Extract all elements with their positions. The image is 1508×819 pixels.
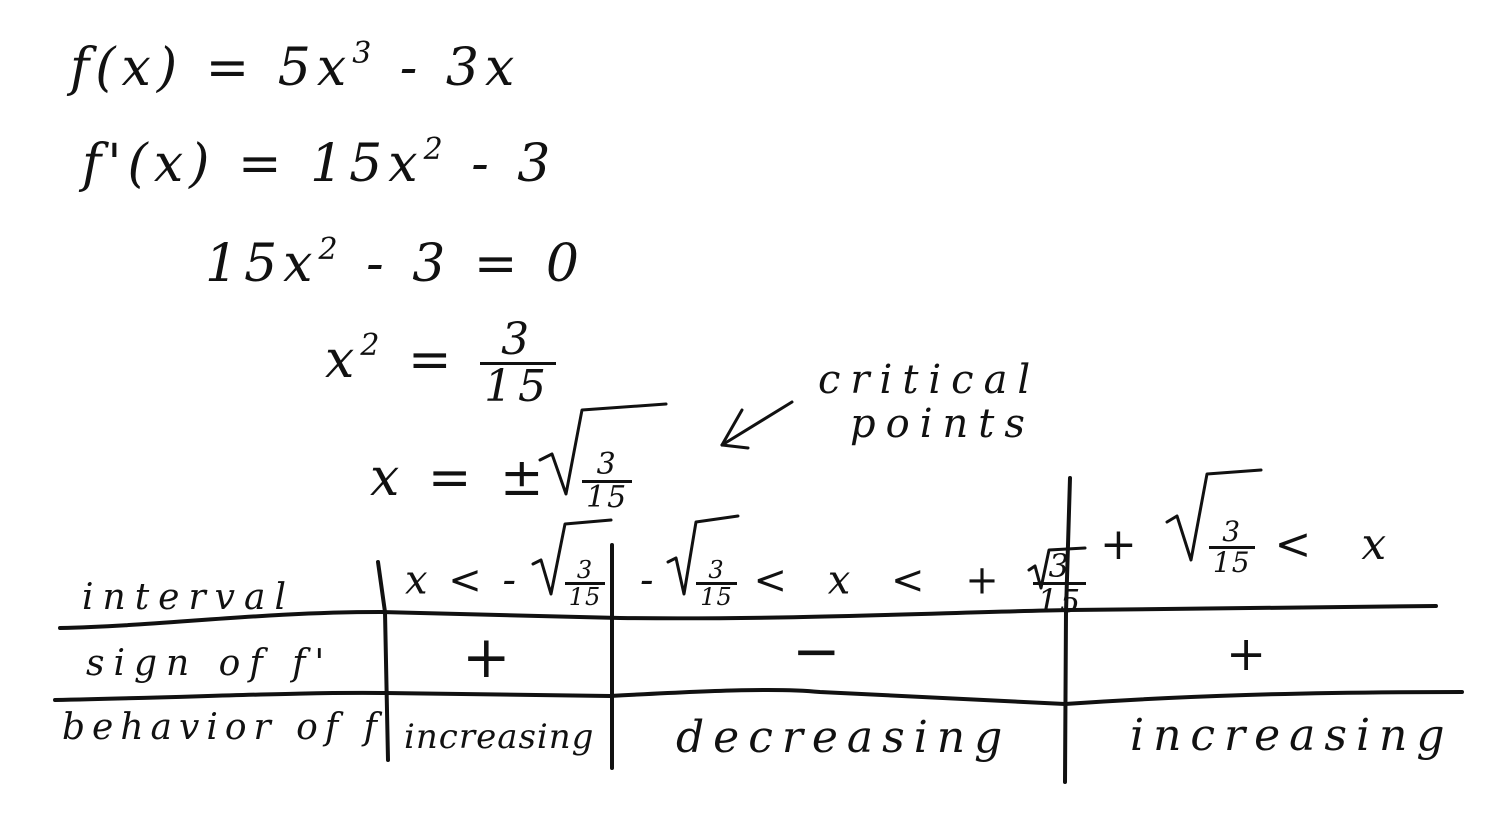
radical-sign-icon (538, 402, 668, 496)
radical-sign-icon (531, 518, 613, 596)
interval-2-denominator-right: 15 (1037, 582, 1083, 620)
interval-cell-3: + 3 15 < x (1100, 468, 1405, 579)
function-exponent: 3 (352, 36, 378, 71)
radicand-numerator: 3 (596, 447, 618, 482)
interval-2-denominator-left: 15 (700, 583, 733, 611)
fraction: 3 15 (480, 314, 557, 412)
behavior-3-text: increasing (1130, 710, 1454, 761)
zero-eq-rhs: - 3 = 0 (343, 234, 586, 294)
interval-1-prefix: x < - (405, 557, 521, 604)
interval-cell-1: x < - 3 15 (405, 518, 613, 611)
row-label-sign: sign of f' (86, 646, 333, 682)
behavior-cell-2: decreasing (676, 716, 1011, 760)
annotation-critical: critical (818, 360, 1040, 400)
annotation-points-text: points (850, 401, 1035, 447)
function-rhs: - 3x (377, 38, 521, 98)
behavior-1-text: increasing (404, 717, 595, 757)
interval-3-numerator: 3 (1222, 515, 1242, 548)
sign-1-text: + (462, 623, 517, 691)
sign-cell-1: + (462, 628, 517, 686)
annotation-points: points (850, 404, 1035, 444)
radicand-denominator: 15 (586, 480, 629, 515)
interval-2-numerator-right: 3 (1048, 547, 1071, 585)
row-label-sign-text: sign of f' (86, 643, 334, 684)
radical-sign-icon (666, 514, 740, 596)
behavior-cell-1: increasing (404, 720, 594, 754)
annotation-critical-text: critical (818, 357, 1041, 403)
x-solution-equation: x = ± 3 15 (370, 402, 668, 515)
interval-2-fraction-right: 3 15 (1027, 546, 1087, 620)
x-squared-equation: x2 = 3 15 (325, 314, 557, 412)
fraction-numerator: 3 (501, 314, 536, 365)
interval-2-root-left: 3 15 (666, 514, 740, 609)
interval-1-numerator: 3 (576, 556, 594, 584)
interval-2-fraction-left: 3 15 (696, 558, 737, 609)
interval-3-suffix: < x (1274, 519, 1405, 570)
derivative-exponent: 2 (423, 132, 449, 167)
function-definition: f(x) = 5x3 - 3x (70, 39, 520, 95)
interval-cell-2: - 3 15 < x < + 3 15 (640, 514, 1087, 620)
fraction-bar (480, 362, 557, 365)
square-root: 3 15 (538, 402, 668, 515)
behavior-2-text: decreasing (676, 712, 1012, 763)
derivative-lhs: f'(x) = 15x (82, 134, 424, 194)
fraction-denominator: 15 (484, 361, 553, 412)
sign-3-text: + (1226, 626, 1273, 682)
zero-eq-exponent: 2 (318, 232, 344, 267)
sign-cell-3: + (1226, 630, 1272, 678)
interval-2-prefix: - (640, 557, 658, 604)
derivative-zero-equation: 15x2 - 3 = 0 (205, 235, 585, 291)
interval-3-denominator: 15 (1212, 546, 1251, 579)
interval-3-bar (1208, 546, 1255, 549)
radical-sign-icon (1027, 546, 1087, 590)
derivative-rhs: - 3 (448, 134, 557, 194)
radical-sign-icon (1165, 468, 1263, 562)
row-label-behavior-text: behavior of f (62, 707, 384, 748)
interval-1-fraction: 3 15 (564, 556, 606, 611)
interval-3-root: 3 15 (1165, 468, 1263, 579)
interval-2-numerator-left: 3 (708, 556, 725, 584)
x-squared-exponent: 2 (360, 328, 386, 363)
radicand-fraction: 3 15 (582, 447, 633, 515)
row-label-behavior: behavior of f (62, 710, 384, 746)
x-squared-lhs: x (325, 330, 361, 390)
x-squared-equals: = (385, 330, 481, 390)
function-lhs: f(x) = 5x (70, 38, 353, 98)
interval-2-middle: < x < + (753, 557, 1013, 604)
interval-2-bar-right (1033, 582, 1087, 585)
zero-eq-lhs: 15x (205, 234, 319, 294)
interval-1-bar (564, 582, 606, 585)
row-label-interval: interval (82, 580, 295, 616)
arrow-icon (720, 400, 794, 450)
sign-2-text: − (792, 617, 847, 685)
interval-1-root: 3 15 (531, 518, 613, 611)
derivative-definition: f'(x) = 15x2 - 3 (82, 135, 556, 191)
interval-3-fraction: 3 15 (1208, 515, 1255, 579)
row-label-interval-text: interval (82, 577, 295, 618)
interval-2-bar-left (696, 582, 737, 585)
interval-3-prefix: + (1100, 519, 1143, 570)
interval-1-denominator: 15 (568, 583, 602, 611)
interval-2-root-right: 3 (1027, 546, 1087, 590)
radicand-bar (582, 480, 633, 483)
behavior-cell-3: increasing (1130, 714, 1454, 758)
sign-cell-2: − (792, 622, 847, 680)
x-solution-lhs: x = ± (370, 448, 550, 508)
